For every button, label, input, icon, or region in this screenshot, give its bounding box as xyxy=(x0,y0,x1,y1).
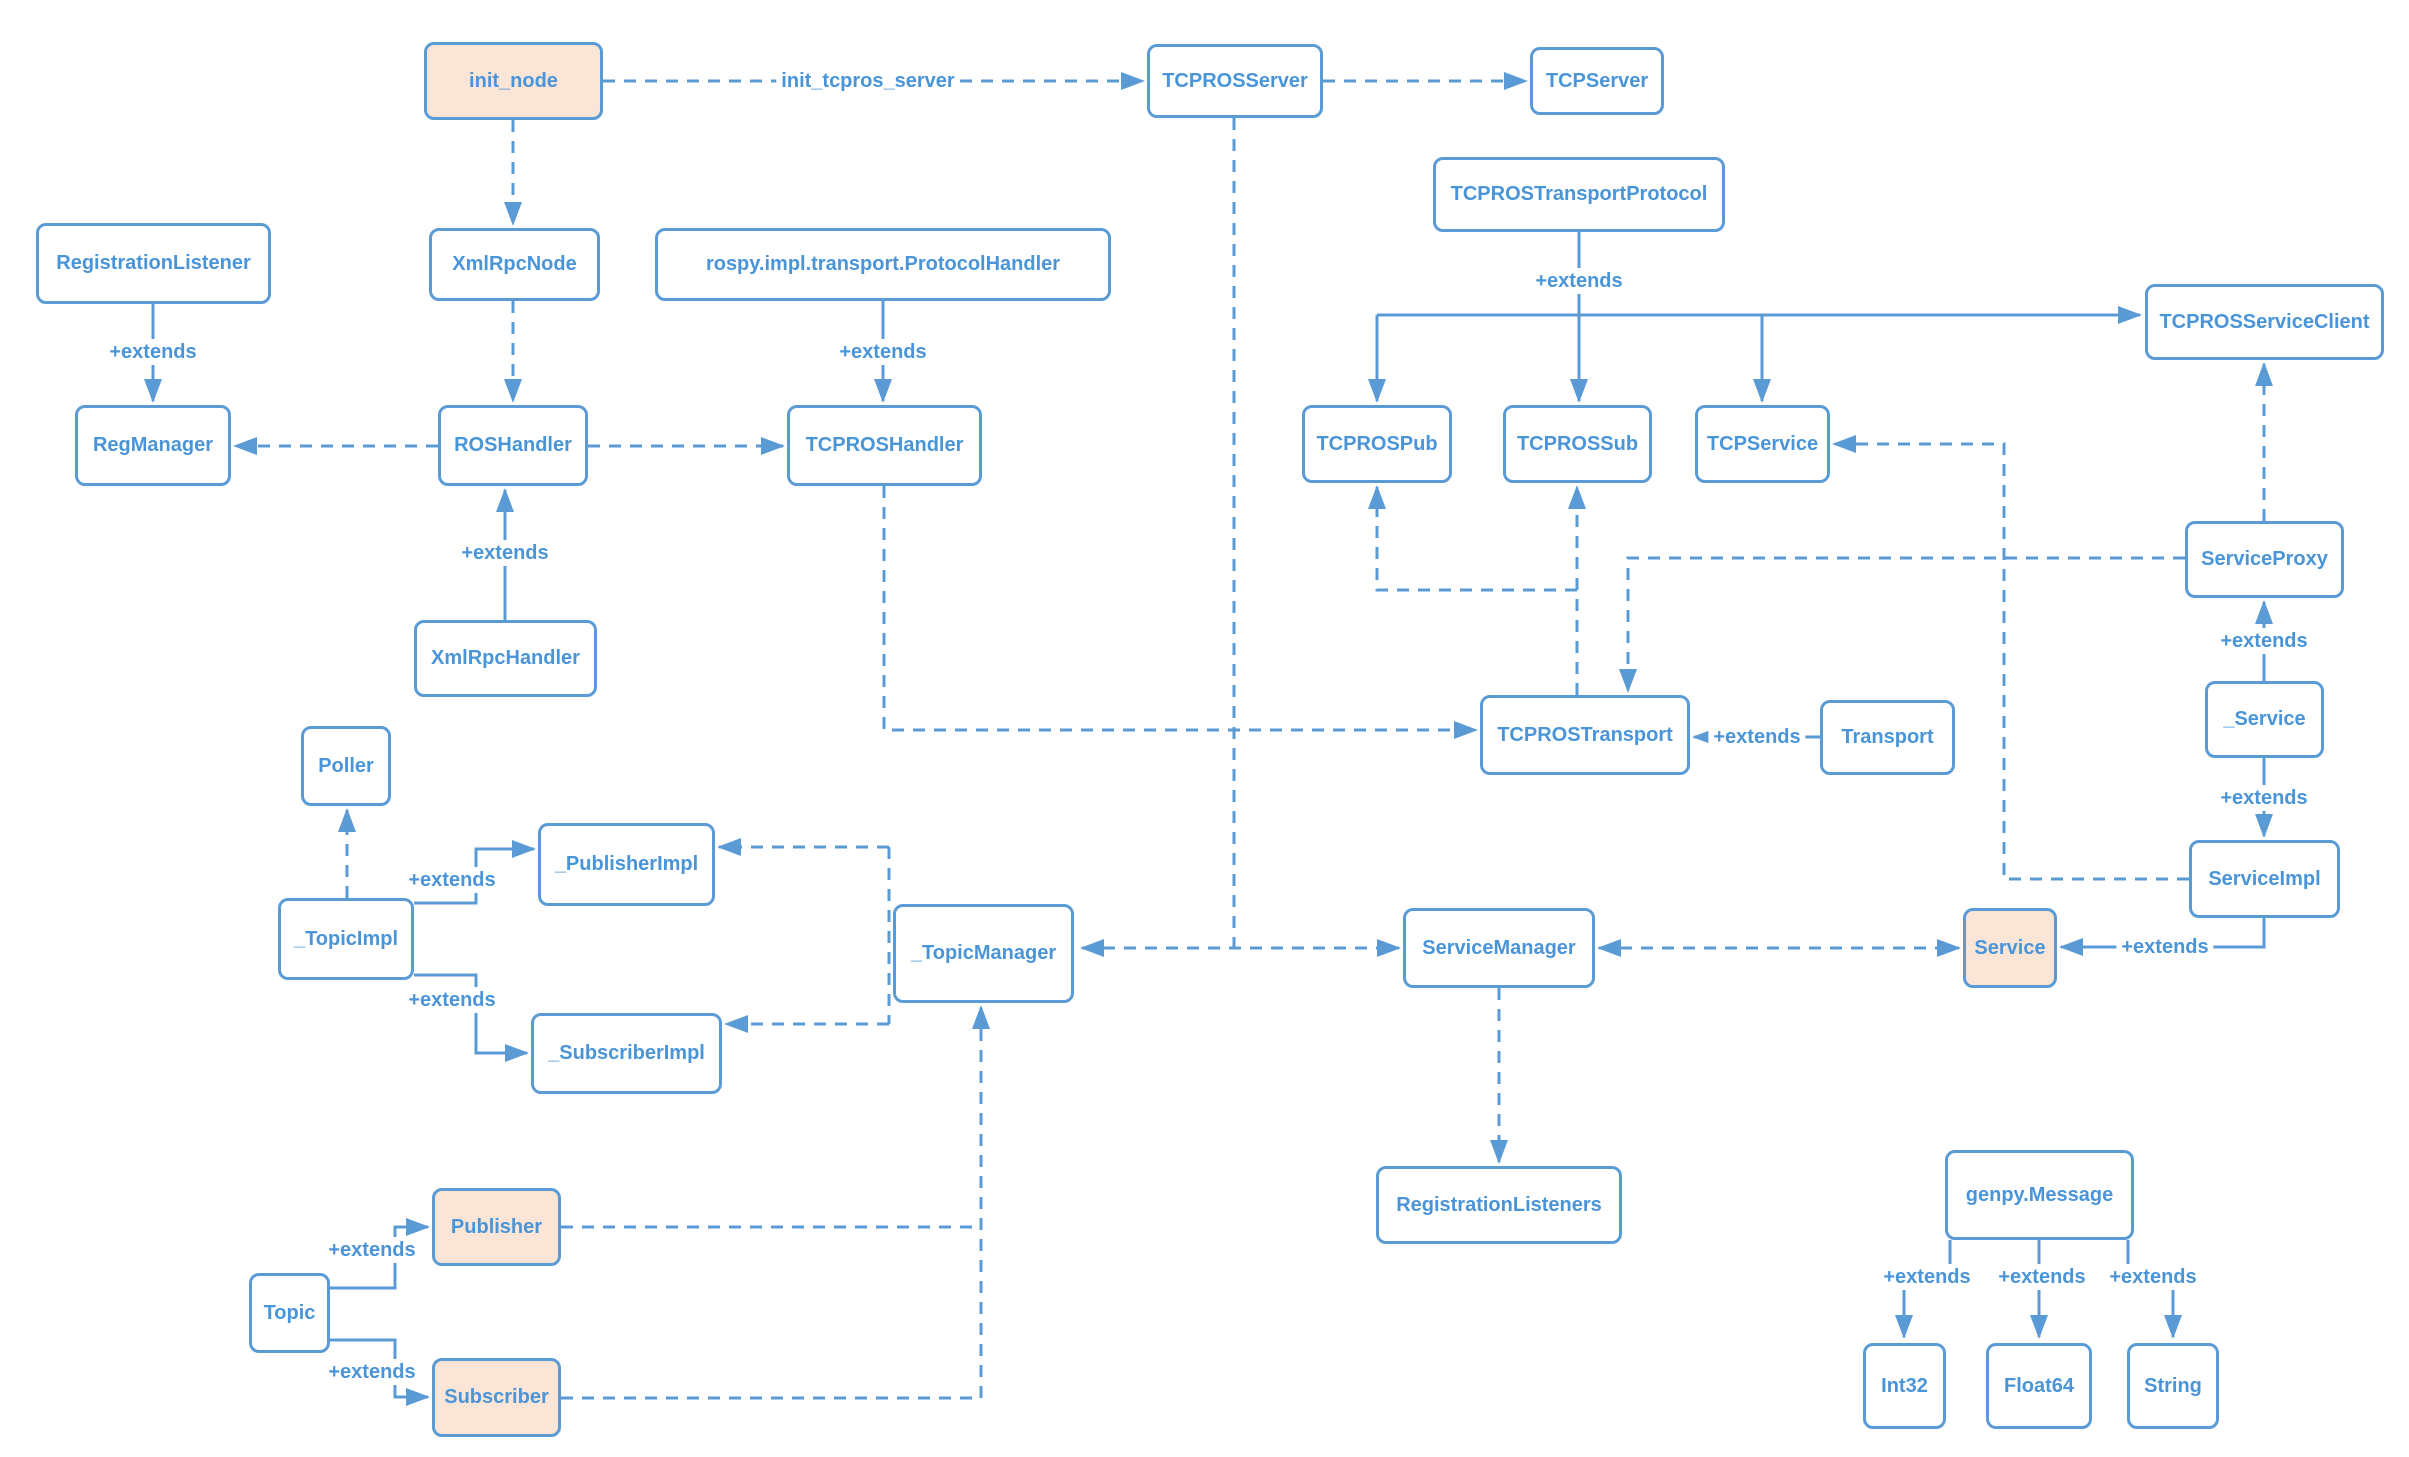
edge-label-extends-registration-listener: +extends xyxy=(104,339,202,365)
node-tcpros-handler: TCPROSHandler xyxy=(787,405,982,486)
node-protocol-handler: rospy.impl.transport.ProtocolHandler xyxy=(655,228,1111,301)
node-registration-listeners: RegistrationListeners xyxy=(1376,1166,1622,1244)
node-transport: Transport xyxy=(1820,700,1955,775)
edge-label-extends-subscriber-impl: +extends xyxy=(403,987,501,1013)
node-xmlrpc-handler: XmlRpcHandler xyxy=(414,620,597,697)
node-tcpros-server: TCPROSServer xyxy=(1147,44,1323,118)
node-service-manager: ServiceManager xyxy=(1403,908,1595,988)
edge-label-extends-string: +extends xyxy=(2104,1264,2202,1290)
edge-label-extends-float64: +extends xyxy=(1993,1264,2091,1290)
node-tcp-server: TCPServer xyxy=(1530,47,1664,115)
node-xmlrpc-node: XmlRpcNode xyxy=(429,228,600,301)
node-tcpros-sub: TCPROSSub xyxy=(1503,405,1652,483)
node-string: String xyxy=(2127,1343,2219,1429)
edge-label-extends-publisher: +extends xyxy=(323,1237,421,1263)
node-ros-handler: ROSHandler xyxy=(438,405,588,486)
node-init-node: init_node xyxy=(424,42,603,120)
node-topic-manager: _TopicManager xyxy=(893,904,1074,1003)
edge-topicimpl-extends-subscriberimpl xyxy=(414,973,529,1062)
edge-tcproshandler-to-tcprostransport xyxy=(882,486,1478,739)
node-subscriber: Subscriber xyxy=(432,1358,561,1437)
node-registration-listener: RegistrationListener xyxy=(36,223,271,304)
node-float64: Float64 xyxy=(1986,1343,2092,1429)
edge-label-extends-transport-protocol: +extends xyxy=(1530,268,1628,294)
node-genpy-message: genpy.Message xyxy=(1945,1150,2134,1240)
edge-label-extends-protocol-handler: +extends xyxy=(834,339,932,365)
edge-label-extends-service: +extends xyxy=(2116,934,2214,960)
edge-label-extends-subscriber: +extends xyxy=(323,1359,421,1385)
edge-tcprostransport-to-tcprospub xyxy=(1368,485,1577,592)
node-tcpros-pub: TCPROSPub xyxy=(1302,405,1452,483)
node-int32: Int32 xyxy=(1863,1343,1946,1429)
node-reg-manager: RegManager xyxy=(75,405,231,486)
node-publisher: Publisher xyxy=(432,1188,561,1266)
node-poller: Poller xyxy=(301,726,391,806)
edge-label-init-tcpros-server: init_tcpros_server xyxy=(776,68,960,94)
node-service-impl: ServiceImpl xyxy=(2189,840,2340,918)
edge-subscriber-to-topicmanager xyxy=(561,1005,990,1400)
node-subscriber-impl: _SubscriberImpl xyxy=(531,1013,722,1094)
edge-serviceproxy-to-tcprostransport xyxy=(1619,556,2185,693)
node-tcpros-transport: TCPROSTransport xyxy=(1480,695,1690,775)
node-service-private: _Service xyxy=(2205,681,2324,758)
edge-label-extends-service-proxy: +extends xyxy=(2215,628,2313,654)
edge-label-extends-xmlrpc-handler: +extends xyxy=(456,540,554,566)
edge-serviceimpl-to-tcpservice xyxy=(1832,435,2189,881)
node-publisher-impl: _PublisherImpl xyxy=(538,823,715,906)
node-tcpros-transport-protocol: TCPROSTransportProtocol xyxy=(1433,157,1725,232)
node-service: Service xyxy=(1963,908,2057,988)
node-tcpros-service-client: TCPROSServiceClient xyxy=(2145,284,2384,360)
edge-label-extends-service-impl: +extends xyxy=(2215,785,2313,811)
node-tcp-service: TCPService xyxy=(1695,405,1830,483)
node-topic-impl: _TopicImpl xyxy=(278,898,414,980)
node-topic: Topic xyxy=(249,1273,330,1353)
edge-label-extends-publisher-impl: +extends xyxy=(403,867,501,893)
edge-label-extends-int32: +extends xyxy=(1878,1264,1976,1290)
edge-label-extends-transport: +extends xyxy=(1708,724,1806,750)
node-service-proxy: ServiceProxy xyxy=(2185,521,2344,598)
